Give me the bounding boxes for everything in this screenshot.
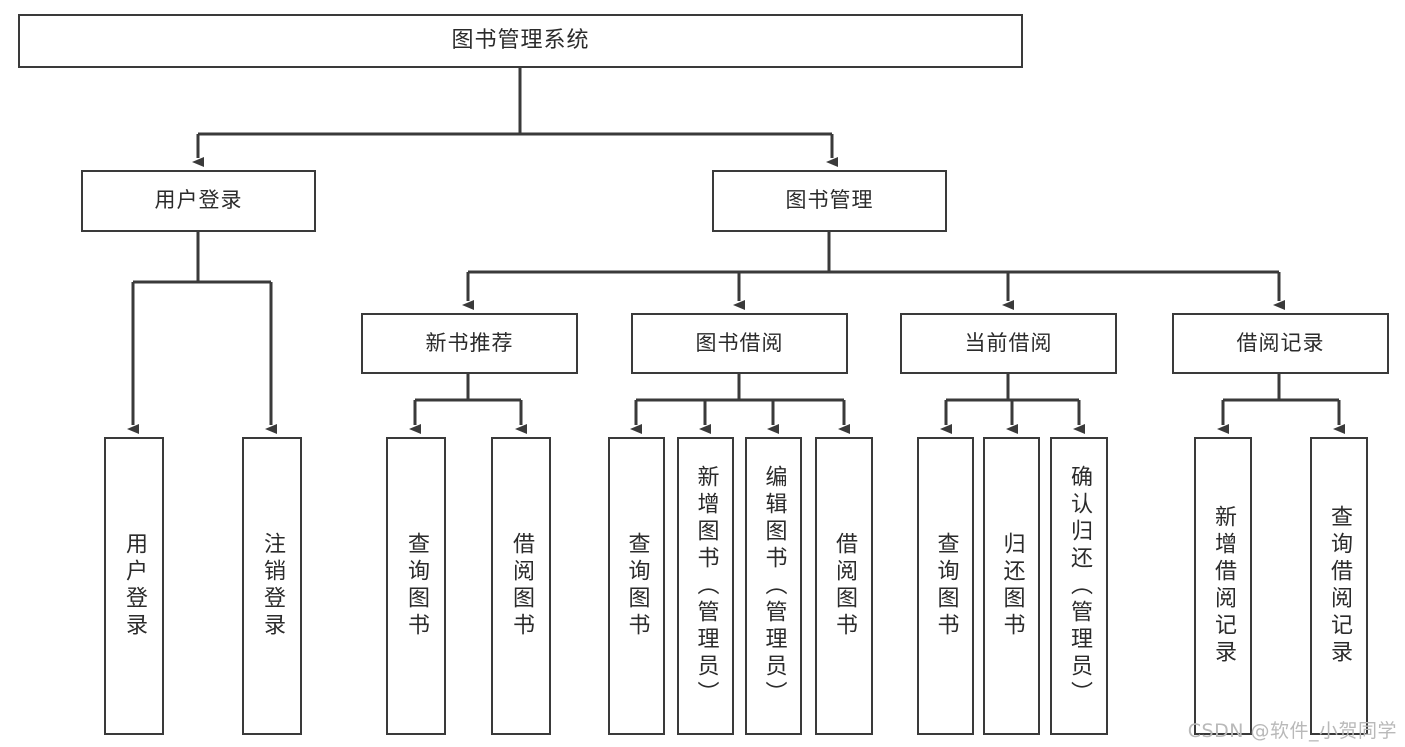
node-label: 查询借阅记录 [1327, 505, 1352, 667]
leaf-add-book-admin[interactable]: 新增图书（管理员） [677, 437, 734, 735]
node-label: 归还图书 [999, 532, 1025, 640]
node-book-borrow[interactable]: 图书借阅 [631, 313, 848, 374]
leaf-borrow-book-borrow[interactable]: 借阅图书 [815, 437, 873, 735]
node-label: 新增借阅记录 [1211, 505, 1236, 667]
node-label: 图书借阅 [695, 330, 784, 355]
leaf-add-borrow-record[interactable]: 新增借阅记录 [1194, 437, 1252, 735]
node-borrow-record[interactable]: 借阅记录 [1172, 313, 1389, 374]
leaf-query-book-current[interactable]: 查询图书 [917, 437, 974, 735]
node-label: 图书管理系统 [451, 27, 590, 53]
node-new-book-recommend[interactable]: 新书推荐 [361, 313, 578, 374]
node-label: 当前借阅 [964, 330, 1053, 355]
node-label: 用户登录 [154, 188, 243, 213]
leaf-edit-book-admin[interactable]: 编辑图书（管理员） [745, 437, 802, 735]
node-label: 注销登录 [260, 532, 285, 640]
node-label: 图书管理 [785, 188, 874, 213]
node-label: 查询图书 [933, 532, 959, 640]
node-label: 确认归还（管理员） [1067, 464, 1092, 708]
leaf-query-book-borrow[interactable]: 查询图书 [608, 437, 665, 735]
node-current-borrow[interactable]: 当前借阅 [900, 313, 1117, 374]
leaf-user-login[interactable]: 用户登录 [104, 437, 164, 735]
node-user-login[interactable]: 用户登录 [81, 170, 316, 232]
node-label: 查询图书 [404, 532, 429, 640]
leaf-query-borrow-record[interactable]: 查询借阅记录 [1310, 437, 1368, 735]
csdn-watermark: CSDN @软件_小贺同学 [1187, 720, 1397, 742]
leaf-return-book[interactable]: 归还图书 [983, 437, 1040, 735]
node-label: 编辑图书（管理员） [761, 464, 787, 708]
node-root-library-system[interactable]: 图书管理系统 [18, 14, 1023, 68]
leaf-confirm-return-admin[interactable]: 确认归还（管理员） [1050, 437, 1108, 735]
node-book-management[interactable]: 图书管理 [712, 170, 947, 232]
node-label: 新书推荐 [425, 330, 514, 355]
leaf-borrow-book-newbook[interactable]: 借阅图书 [491, 437, 551, 735]
leaf-logout-login[interactable]: 注销登录 [242, 437, 302, 735]
node-label: 借阅图书 [832, 532, 857, 640]
node-label: 用户登录 [122, 532, 147, 640]
node-label: 借阅图书 [509, 532, 534, 640]
node-label: 新增图书（管理员） [693, 464, 719, 708]
leaf-query-book-newbook[interactable]: 查询图书 [386, 437, 446, 735]
node-label: 借阅记录 [1236, 330, 1325, 355]
node-label: 查询图书 [624, 532, 650, 640]
